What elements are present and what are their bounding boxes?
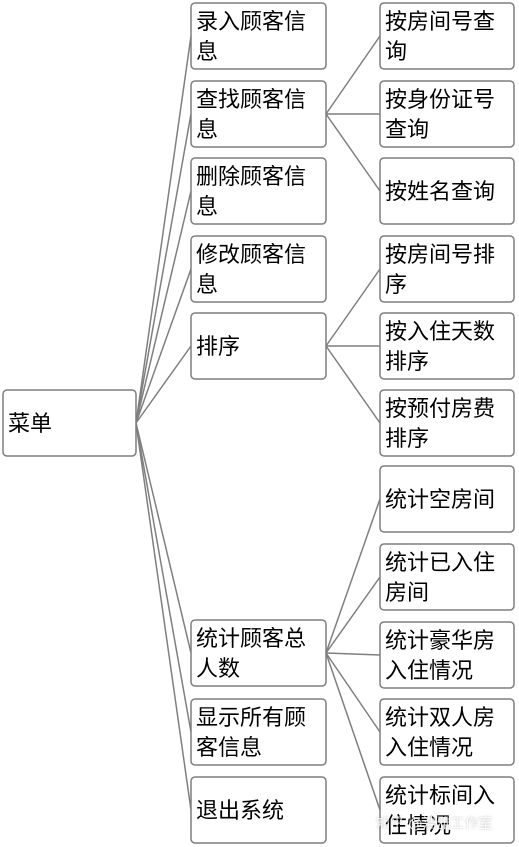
node-stats-double-label-line-2: 入住情况 xyxy=(385,736,473,761)
edge-menu-to-find xyxy=(135,113,192,424)
edge-stats-to-stats-occupied xyxy=(325,576,381,654)
node-showall-label-line-2: 客信息 xyxy=(196,736,262,761)
node-find-id-label-line-2: 查询 xyxy=(385,118,429,143)
edge-stats-to-stats-standard xyxy=(325,652,381,811)
watermark-text: 知乎 @浩雅工作室 xyxy=(376,816,493,832)
edge-stats-to-stats-luxury xyxy=(325,652,381,656)
node-sort-days-label-line-2: 排序 xyxy=(385,350,429,375)
edge-menu-to-modify xyxy=(135,268,192,424)
node-sort-fee-label-line-2: 排序 xyxy=(385,427,429,452)
node-exit-box xyxy=(190,776,327,844)
node-sort-room-label-line-2: 序 xyxy=(385,273,407,298)
node-stats-label-line-1: 统计顾客总 xyxy=(196,627,306,652)
edge-stats-to-stats-double xyxy=(325,652,381,733)
edge-menu-to-delete xyxy=(135,190,192,424)
node-stats-double-box xyxy=(379,698,515,766)
node-exit: 退出系统 xyxy=(190,776,327,844)
edge-menu-to-sort xyxy=(135,345,192,424)
node-find-box xyxy=(190,80,327,148)
node-stats-standard-box xyxy=(379,776,515,844)
node-exit-label-line-1: 退出系统 xyxy=(196,799,284,824)
node-stats-empty: 统计空房间 xyxy=(379,465,515,533)
node-sort-label-line-1: 排序 xyxy=(196,335,240,360)
node-stats-luxury-box xyxy=(379,621,515,689)
node-find-name: 按姓名查询 xyxy=(379,157,515,225)
node-showall-label-line-1: 显示所有顾 xyxy=(196,706,306,731)
node-find-room-label-line-1: 按房间号查 xyxy=(385,10,495,35)
node-stats-label-line-2: 人数 xyxy=(196,657,240,682)
node-sort-days-label-line-1: 按入住天数 xyxy=(385,320,495,345)
node-find-name-label-line-1: 按姓名查询 xyxy=(385,180,495,205)
node-stats-occupied-box xyxy=(379,543,515,611)
node-find-label-line-1: 查找顾客信 xyxy=(196,88,306,113)
node-stats-luxury-label-line-2: 入住情况 xyxy=(385,659,473,684)
edge-sort-to-sort-room xyxy=(325,268,381,347)
edge-menu-to-stats xyxy=(135,422,192,654)
node-stats-occupied-label-line-1: 统计已入住 xyxy=(385,551,495,576)
edge-stats-to-stats-empty xyxy=(325,498,381,654)
node-enter-label-line-2: 息 xyxy=(196,40,218,65)
node-menu: 菜单 xyxy=(2,389,137,457)
node-delete-label-line-1: 删除顾客信 xyxy=(196,165,306,190)
node-find-name-box xyxy=(379,157,515,225)
edge-sort-to-sort-fee xyxy=(325,345,381,424)
node-find-room-box xyxy=(379,2,515,70)
edge-find-to-find-room xyxy=(325,35,381,115)
node-delete-box xyxy=(190,157,327,225)
node-find-id-label-line-1: 按身份证号 xyxy=(385,88,495,113)
node-stats-box xyxy=(190,619,327,687)
edge-find-to-find-name xyxy=(325,113,381,192)
node-enter-box xyxy=(190,2,327,70)
edge-menu-to-showall xyxy=(135,422,192,733)
edge-menu-to-enter xyxy=(135,35,192,424)
node-modify-box xyxy=(190,235,327,303)
node-stats-luxury-label-line-1: 统计豪华房 xyxy=(385,629,495,654)
connector-lines xyxy=(135,35,381,811)
node-sort-days-box xyxy=(379,312,515,380)
node-sort-room-label-line-1: 按房间号排 xyxy=(385,243,495,268)
node-stats-standard-label-line-1: 统计标间入 xyxy=(385,784,495,809)
node-sort-room-box xyxy=(379,235,515,303)
node-delete-label-line-2: 息 xyxy=(196,195,218,220)
node-stats-double-label-line-1: 统计双人房 xyxy=(385,706,495,731)
node-menu-label-line-1: 菜单 xyxy=(8,412,52,437)
node-find-label-line-2: 息 xyxy=(196,118,218,143)
node-sort-fee-label-line-1: 按预付房费 xyxy=(385,397,495,422)
node-stats-occupied-label-line-2: 房间 xyxy=(385,581,429,606)
node-showall-box xyxy=(190,698,327,766)
node-modify-label-line-1: 修改顾客信 xyxy=(196,243,306,268)
node-sort-fee-box xyxy=(379,389,515,457)
edge-menu-to-exit xyxy=(135,422,192,811)
node-sort-box xyxy=(190,312,327,380)
node-find-id-box xyxy=(379,80,515,148)
node-menu-box xyxy=(2,389,137,457)
node-sort: 排序 xyxy=(190,312,327,380)
node-modify-label-line-2: 息 xyxy=(196,273,218,298)
node-stats-empty-box xyxy=(379,465,515,533)
node-stats-standard-label-line-2: 住情况 xyxy=(385,814,451,839)
node-enter-label-line-1: 录入顾客信 xyxy=(196,10,306,35)
node-find-room-label-line-2: 询 xyxy=(385,40,407,65)
node-stats-empty-label-line-1: 统计空房间 xyxy=(385,488,495,513)
